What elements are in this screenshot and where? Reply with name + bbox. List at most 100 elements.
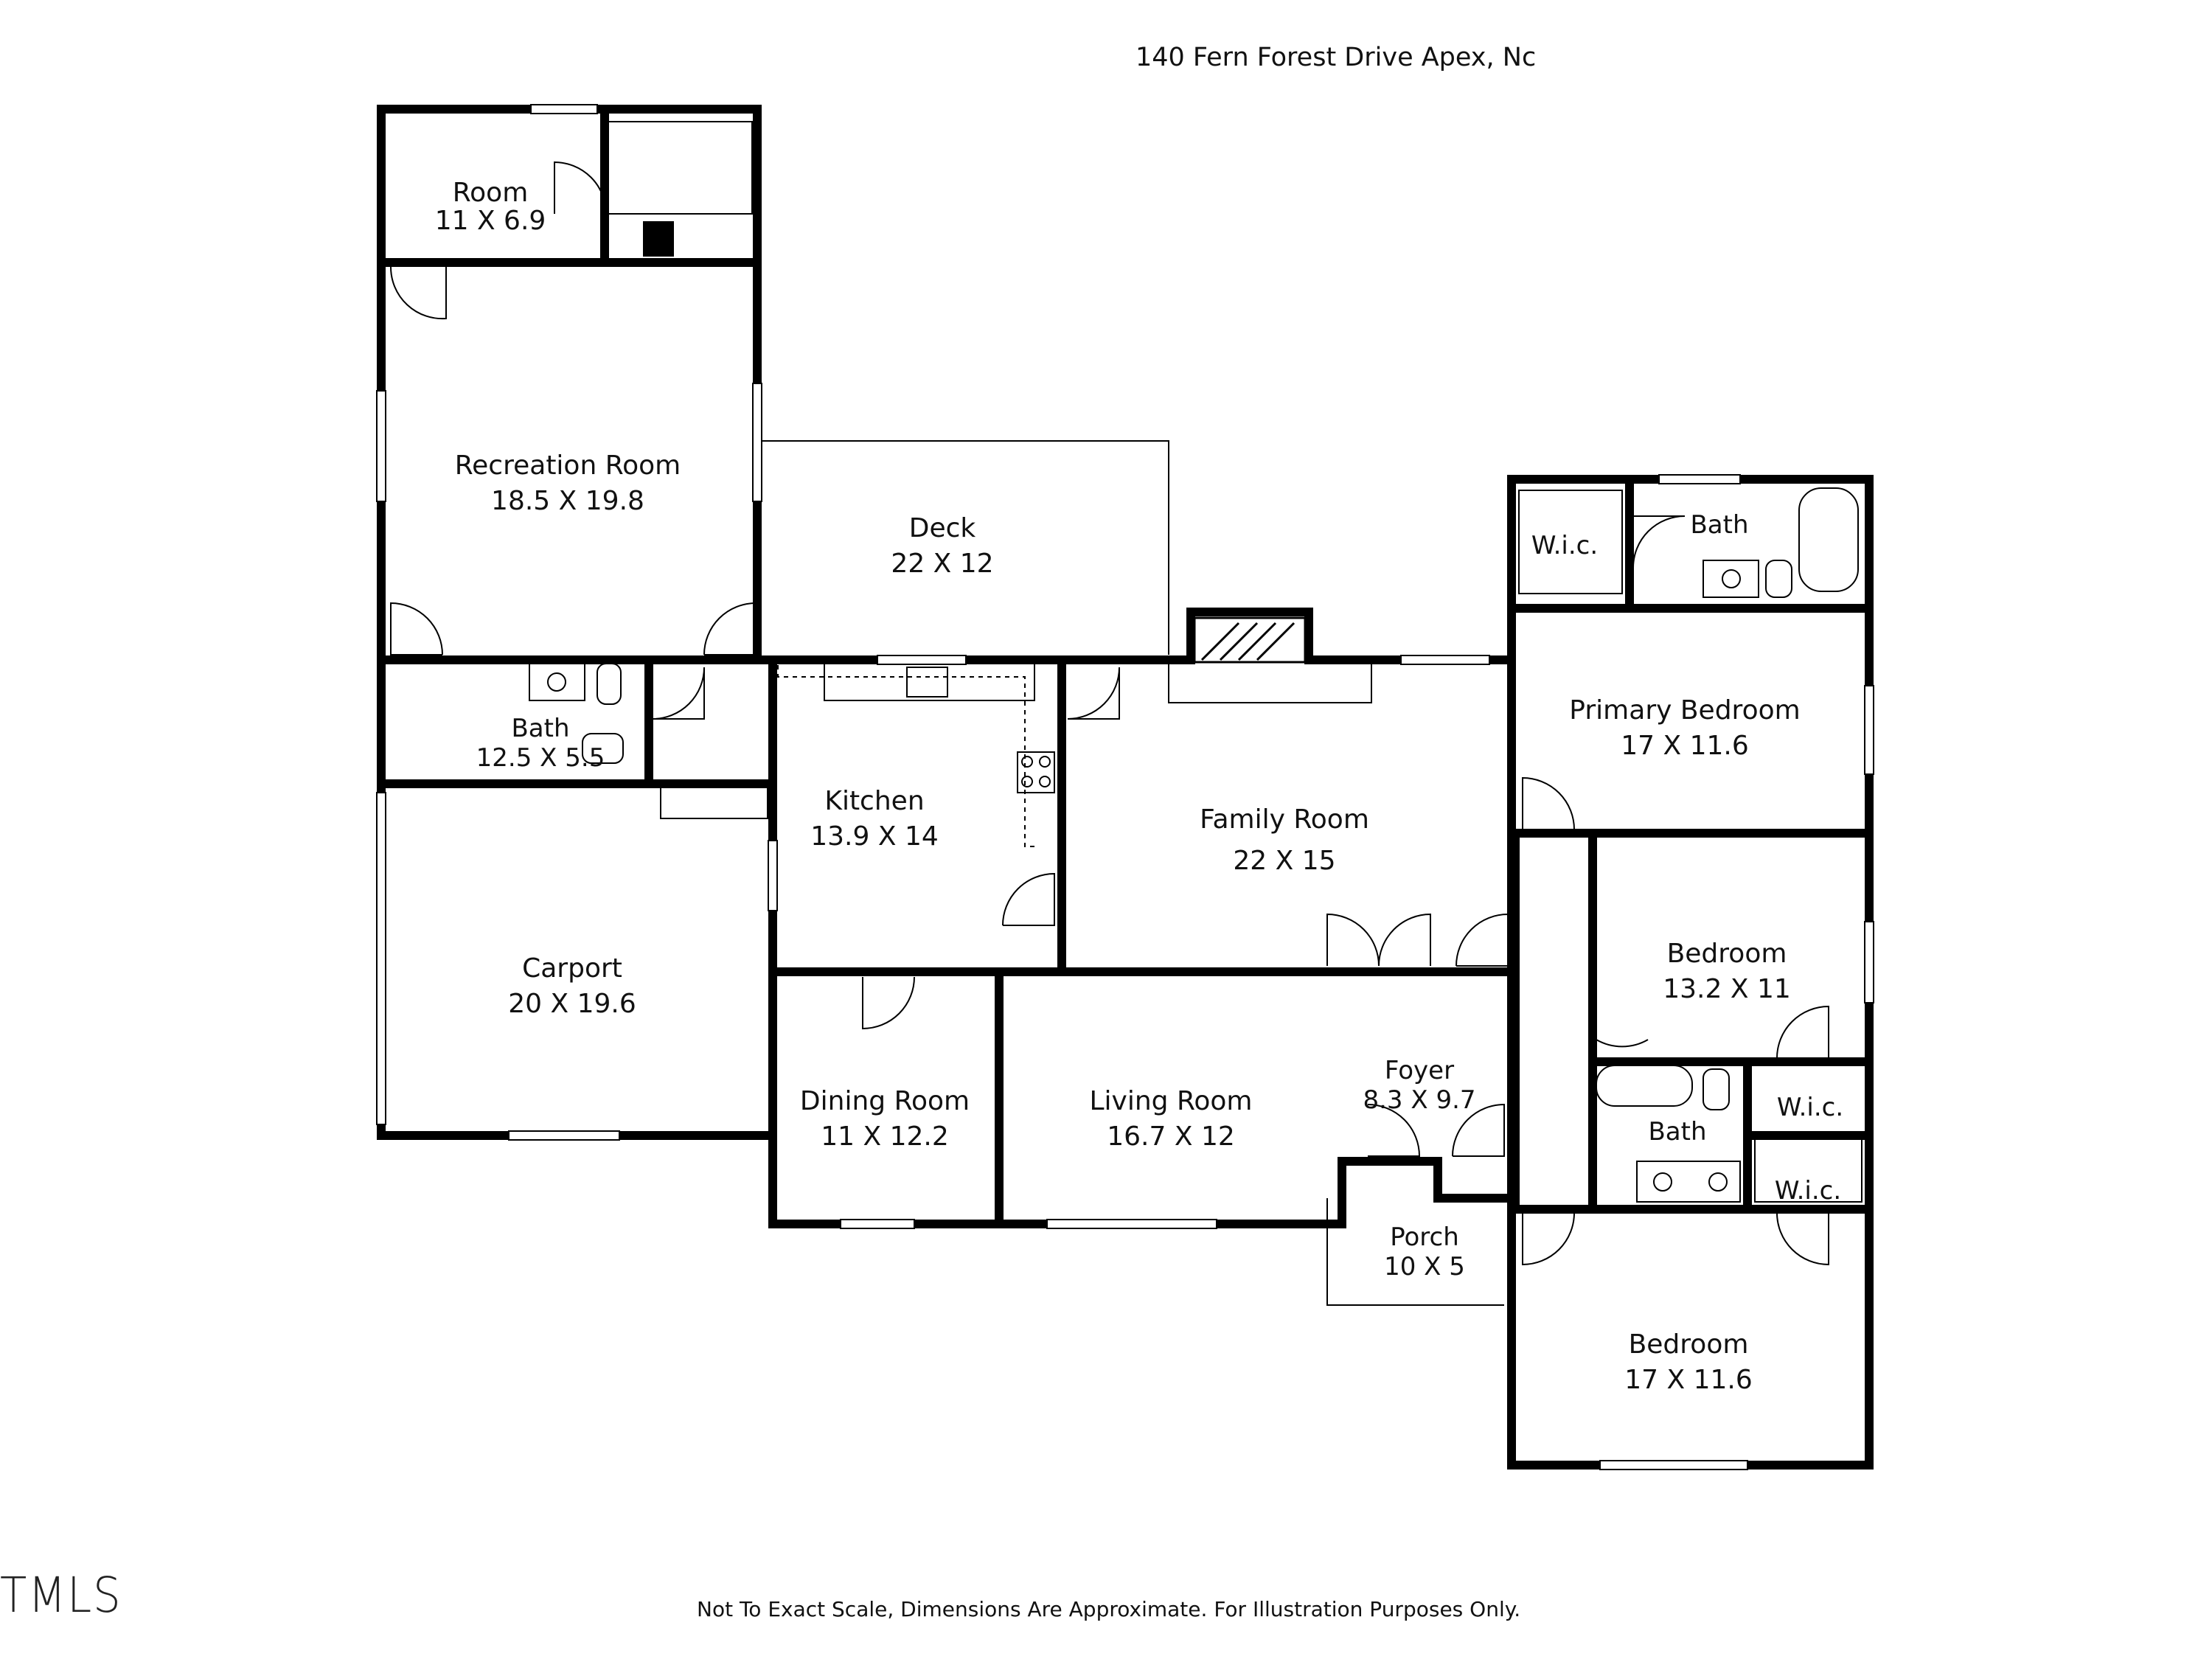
room-name: Deck [908, 513, 976, 543]
room-label-kitchen: Kitchen 13.9 X 14 [810, 784, 939, 855]
fireplace-hatch [1256, 622, 1295, 661]
door-swing [1002, 872, 1055, 926]
window [1658, 474, 1741, 484]
room-name: Room [452, 178, 529, 208]
room-label-wic-top: W.i.c. [1531, 531, 1598, 560]
window [877, 655, 967, 665]
vanity [1703, 560, 1759, 598]
room-name: Bath [1648, 1117, 1707, 1147]
room-dims: 18.5 X 19.8 [491, 486, 644, 516]
toilet [582, 733, 624, 764]
room-label-carport: Carport 20 X 19.6 [508, 951, 636, 1022]
room-dims: 22 X 15 [1233, 846, 1336, 876]
window [1864, 921, 1874, 1004]
door-swing [554, 161, 607, 215]
bathtub [1798, 487, 1859, 592]
room-name: Foyer [1384, 1056, 1455, 1085]
fireplace-hatch [1237, 622, 1277, 661]
window [530, 104, 598, 114]
kitchen-island [824, 663, 1035, 701]
window [752, 383, 762, 502]
room-dims: 22 X 12 [891, 549, 994, 579]
room-dims: 17 X 11.6 [1624, 1365, 1753, 1395]
room-name: W.i.c. [1774, 1176, 1842, 1206]
toilet [1703, 1068, 1730, 1110]
utility-closet [608, 121, 753, 215]
room-dims: 11 X 6.9 [434, 206, 546, 236]
door-swing [1632, 515, 1686, 568]
sink-basin [547, 672, 566, 692]
room-dims: 16.7 X 12 [1107, 1121, 1235, 1152]
window [1864, 685, 1874, 775]
room-name: Bedroom [1628, 1329, 1749, 1360]
window [840, 1219, 915, 1229]
room-label-wic-low: W.i.c. [1775, 1176, 1841, 1206]
door-swing [1522, 776, 1575, 830]
room-name: Primary Bedroom [1569, 695, 1801, 726]
mls-logo: TMLS [0, 1567, 122, 1624]
shelf [1518, 490, 1623, 594]
room-label-primary-bedroom: Primary Bedroom 17 X 11.6 [1569, 693, 1800, 764]
porch-outline [1326, 1198, 1504, 1306]
door-swing [1326, 913, 1431, 967]
room-name: Dining Room [799, 1086, 970, 1116]
kitchen-counter [777, 665, 1038, 847]
room-name: W.i.c. [1776, 1093, 1844, 1122]
room-name: Carport [522, 953, 622, 984]
room-dims: 13.2 X 11 [1663, 974, 1791, 1004]
door-swing [1455, 913, 1509, 967]
door-swing [1776, 1005, 1829, 1059]
room-name: Living Room [1089, 1086, 1253, 1116]
room-label-foyer: Foyer 8.3 X 9.7 [1363, 1056, 1475, 1115]
door-swing [1522, 1212, 1575, 1266]
vanity [1636, 1161, 1741, 1203]
room-name: Bath [1690, 510, 1749, 540]
burner [1021, 776, 1033, 787]
shelf [1754, 1138, 1863, 1203]
room-label-wic-mid: W.i.c. [1777, 1093, 1843, 1122]
door-swing [652, 667, 705, 720]
room-label-living: Living Room 16.7 X 12 [1090, 1084, 1253, 1155]
door-swing [1452, 1103, 1505, 1157]
fireplace-hatch [1219, 622, 1259, 661]
burner [1039, 776, 1051, 787]
room-dims: 12.5 X 5.5 [476, 743, 605, 773]
bathtub [1596, 1065, 1693, 1107]
room-label-room: Room 11 X 6.9 [435, 175, 546, 239]
room-dims: 17 X 11.6 [1621, 731, 1749, 761]
fireplace [1193, 616, 1307, 664]
room-name: Recreation Room [454, 451, 681, 481]
room-dims: 13.9 X 14 [810, 821, 939, 852]
family-hearth [1168, 661, 1372, 703]
room-dims: 10 X 5 [1384, 1252, 1465, 1281]
door-swing [1776, 1212, 1829, 1266]
wall-hallway [1511, 833, 1597, 1214]
door-swing [862, 976, 915, 1030]
disclaimer-text: Not To Exact Scale, Dimensions Are Appro… [697, 1597, 1521, 1621]
burner [1021, 756, 1033, 768]
room-label-dining: Dining Room 11 X 12.2 [800, 1084, 970, 1155]
page-title: 140 Fern Forest Drive Apex, Nc [1135, 43, 1537, 72]
deck-outline [759, 440, 1169, 655]
door-swing [389, 266, 447, 320]
room-label-bath-primary: Bath [1690, 510, 1748, 540]
room-label-bedroom-mid: Bedroom 13.2 X 11 [1663, 936, 1791, 1007]
room-label-porch: Porch 10 X 5 [1384, 1222, 1465, 1281]
window [1599, 1460, 1748, 1470]
door-swing [390, 602, 443, 655]
stove [1017, 751, 1055, 793]
fireplace-hatch [1200, 622, 1240, 661]
room-name: Kitchen [824, 786, 925, 816]
wall-bath-left [377, 660, 777, 788]
room-label-family: Family Room 22 X 15 [1200, 802, 1369, 879]
window [1046, 1219, 1217, 1229]
window [1400, 655, 1490, 665]
kitchen-sink [906, 667, 948, 698]
room-label-bath-hall: Bath [1648, 1117, 1706, 1147]
room-name: Bath [511, 714, 570, 743]
room-name: Porch [1390, 1222, 1459, 1252]
sink [529, 663, 585, 701]
window [508, 1130, 620, 1141]
wall-family [1062, 608, 1516, 976]
